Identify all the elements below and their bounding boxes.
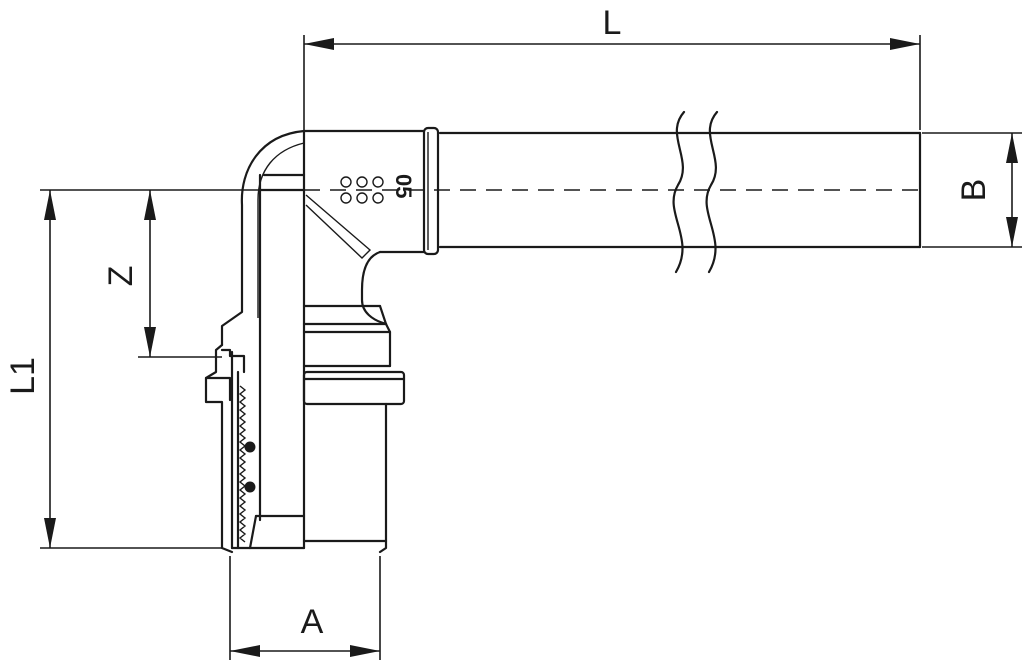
elbow-body	[220, 129, 426, 550]
pipe	[438, 110, 922, 274]
threaded-insert	[204, 343, 306, 554]
dimension-Z	[40, 189, 304, 358]
pipe-break-mark	[672, 110, 686, 274]
sleeve	[248, 304, 406, 554]
dimension-B	[922, 132, 1022, 248]
dimension-L1	[40, 190, 222, 549]
dimension-label-A: A	[301, 603, 324, 641]
dimension-L	[303, 35, 921, 130]
pipe-break-mark	[705, 110, 719, 274]
o-ring	[244, 481, 256, 493]
dimension-label-L: L	[603, 4, 622, 42]
press-ring	[422, 126, 440, 256]
dimension-label-B: B	[955, 179, 993, 202]
dimension-label-Z: Z	[102, 266, 140, 287]
dimension-A	[229, 556, 381, 660]
dimension-label-L1: L1	[4, 357, 42, 395]
marking-holes	[340, 176, 384, 204]
o-ring	[244, 441, 256, 453]
fitting-marking: 05	[391, 174, 416, 198]
